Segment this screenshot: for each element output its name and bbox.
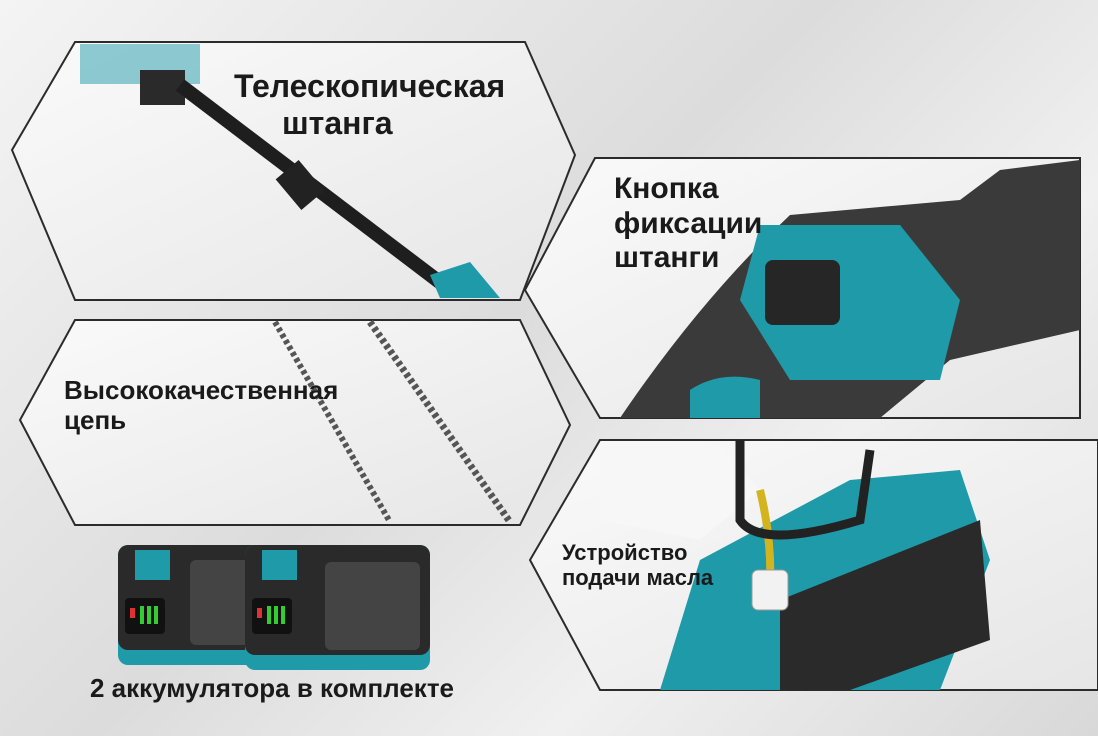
panel-lock-button [523, 157, 1081, 419]
batteries-caption: 2 аккумулятора в комплекте [90, 673, 455, 703]
feature-title-lock-button: Кнопка фиксации штанги [614, 172, 762, 276]
feature-title-chain: Высококачественная цепь [64, 375, 339, 436]
panel-chain [18, 319, 572, 526]
title-line: фиксации [614, 206, 763, 240]
battery-2 [245, 545, 430, 670]
title-line: Телескопическая [234, 68, 506, 104]
panel-oil-feed [528, 439, 1098, 691]
title-line: подачи масла [562, 565, 714, 591]
title-line: Кнопка [614, 172, 719, 205]
title-line: Высококачественная [64, 375, 339, 405]
panel-telescopic-pole [10, 41, 577, 301]
title-line: Устройство [562, 540, 688, 565]
feature-title-telescopic-pole: Телескопическая штанга [234, 68, 505, 142]
title-line: цепь [64, 404, 127, 435]
title-line: штанги [614, 241, 720, 274]
batteries-image [118, 545, 430, 670]
title-line: штанга [282, 104, 393, 141]
feature-title-oil-feed: Устройство подачи масла [562, 540, 713, 591]
